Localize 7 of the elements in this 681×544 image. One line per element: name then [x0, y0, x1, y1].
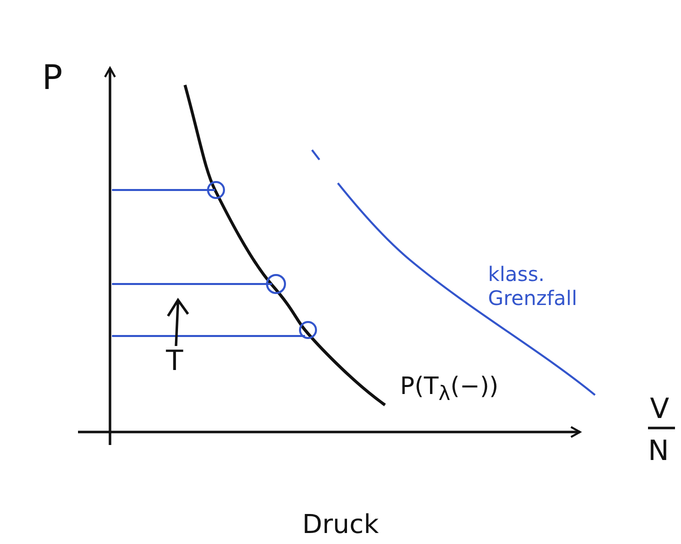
axis-label: N — [648, 434, 669, 467]
axis-label: P — [42, 58, 63, 98]
curve-label: klass. Grenzfall — [488, 262, 578, 310]
caption: Druck — [301, 510, 380, 540]
axis-label: V — [650, 392, 670, 425]
variable-label: T — [166, 344, 184, 377]
curve-label: P(T$_{λ}$(−)) — [400, 372, 499, 405]
